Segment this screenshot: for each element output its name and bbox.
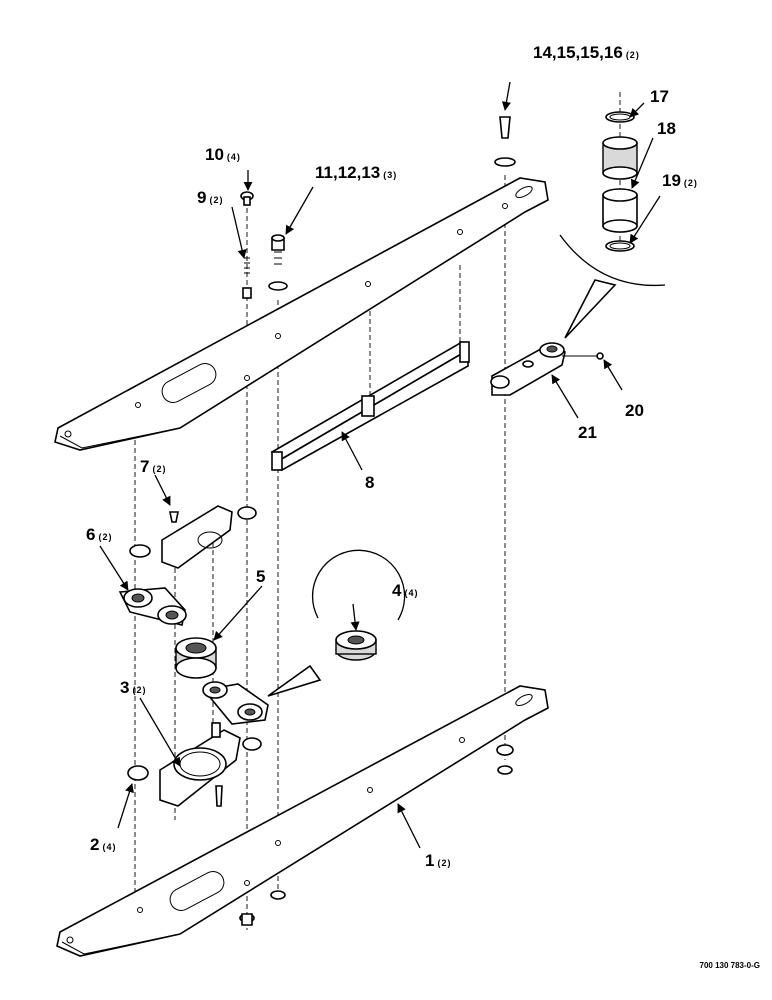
callout-18: 18: [657, 119, 676, 138]
lower-fasteners: [239, 744, 514, 926]
callout-21: 21: [578, 423, 597, 442]
channel-bar: [270, 340, 470, 472]
callout-9: 9(2): [197, 188, 223, 207]
lower-frame-plate: [56, 685, 549, 957]
callout-10: 10(4): [205, 145, 241, 164]
bearing-detail: [267, 549, 406, 697]
upper-frame-plate: [54, 177, 549, 451]
callout-7: 7(2): [140, 457, 166, 476]
callout-5: 5: [256, 567, 265, 586]
callout-4: 4(4): [392, 581, 418, 600]
callout-20: 20: [625, 401, 644, 420]
callout-3: 3(2): [120, 678, 146, 697]
drawing-number: 700 130 783-0-G: [700, 961, 761, 970]
callout-1: 1(2): [425, 851, 451, 870]
mounting-components: [118, 505, 269, 807]
callout-6: 6(2): [86, 525, 112, 544]
callout-11-12-13: 11,12,13(3): [315, 163, 397, 182]
assembly-centerlines: [134, 92, 621, 930]
crank-arm: [490, 342, 604, 396]
callout-14-15-15-16: 14,15,15,16(2): [533, 43, 640, 62]
callout-17: 17: [650, 87, 669, 106]
callout-labels: 14,15,15,16(2) 17 18 19(2) 10(4) 11,12,1…: [86, 43, 760, 970]
leader-lines: [99, 81, 661, 849]
callout-8: 8: [365, 473, 374, 492]
callout-19: 19(2): [662, 171, 698, 190]
upper-fasteners: [240, 116, 516, 299]
callout-2: 2(4): [90, 835, 116, 854]
